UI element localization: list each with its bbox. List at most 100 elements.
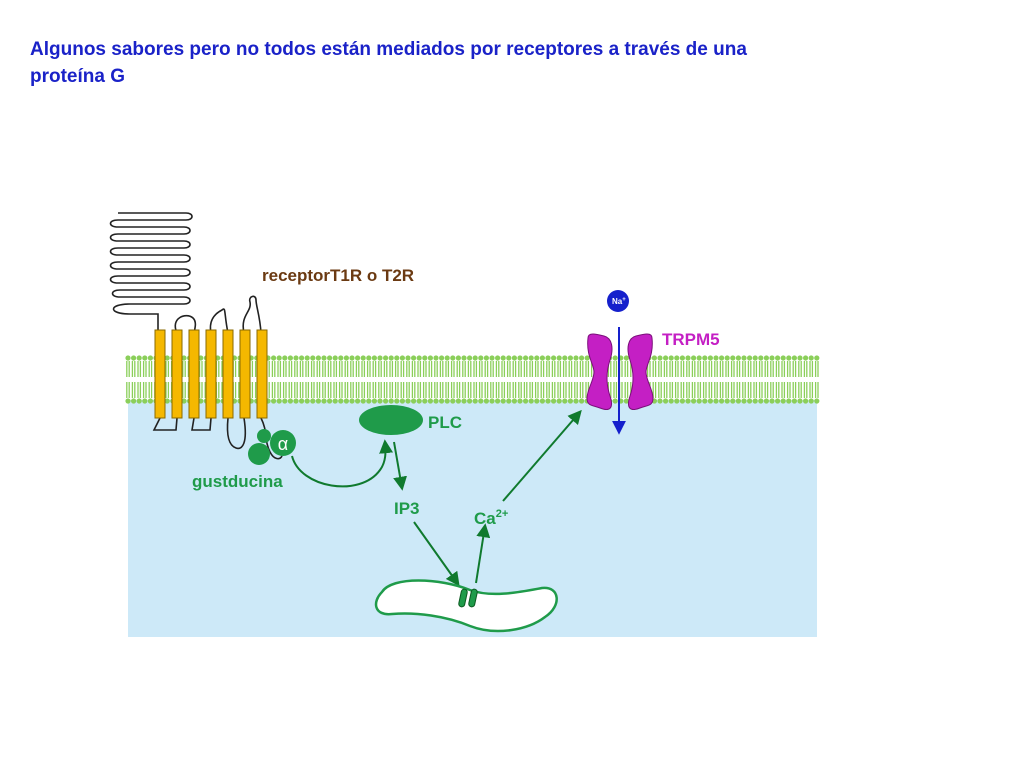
plc-enzyme [359, 405, 423, 435]
helix-tm1 [154, 329, 166, 419]
lipid-head [567, 398, 574, 404]
lipid-head [797, 355, 803, 361]
trpm5-label: TRPM5 [662, 330, 720, 349]
lipid-head [775, 398, 781, 404]
lipid-head [651, 355, 658, 361]
calcium-symbol: Ca [474, 509, 496, 528]
lipid-head [786, 355, 792, 361]
lipid-head [752, 355, 758, 361]
lipid-head [343, 398, 349, 404]
lipid-head [623, 398, 630, 404]
lipid-head [483, 355, 489, 361]
helix-tm2 [171, 329, 183, 419]
lipid-head [668, 355, 674, 361]
trpm5-left-subunit [586, 333, 613, 410]
lipid-head [534, 398, 540, 404]
lipid-head [383, 398, 389, 404]
lipid-head [702, 355, 708, 361]
lipid-head [713, 398, 719, 404]
lipid-head [803, 355, 809, 361]
lipid-head [584, 355, 590, 361]
lipid-head [724, 398, 730, 404]
lipid-head [433, 355, 439, 361]
lipid-head [287, 355, 293, 361]
lipid-head [528, 355, 534, 361]
lipid-head [713, 355, 719, 361]
receptor-intracellular-loop-3 [226, 417, 247, 450]
lipid-head [612, 355, 618, 361]
lipid-head [299, 355, 305, 361]
sodium-charge: + [622, 297, 626, 303]
er-calcium-channel [458, 588, 478, 608]
lipid-head [707, 355, 714, 361]
lipid-head [461, 398, 467, 404]
lipid-head [355, 398, 361, 404]
lipid-head [500, 355, 506, 361]
lipid-head [752, 398, 758, 404]
lipid-head [562, 398, 568, 404]
g-beta-subunit [248, 443, 270, 465]
lipid-head [579, 398, 585, 404]
lipid-head [780, 398, 786, 404]
lipid-head [803, 398, 809, 404]
lipid-head [338, 355, 344, 361]
lipid-head [304, 355, 310, 361]
lipid-head [271, 355, 277, 361]
arrow-ip3-to-er [413, 521, 460, 587]
lipid-head [181, 355, 187, 361]
lipid-head [573, 355, 579, 361]
slide-title-line-1: Algunos sabores pero no todos están medi… [30, 39, 747, 60]
lipid-head [439, 398, 445, 404]
lipid-head [735, 398, 742, 404]
lipid-head [775, 355, 781, 361]
lipid-head [444, 398, 450, 404]
lipid-head [663, 355, 669, 361]
lipid-head [612, 398, 618, 404]
lipid-head [506, 398, 512, 404]
lipid-head [489, 355, 495, 361]
lipid-head [489, 398, 495, 404]
lipid-head [679, 398, 686, 404]
lipid-head [125, 398, 131, 404]
lipid-head [472, 398, 478, 404]
helix-tm3 [188, 329, 200, 419]
lipid-head [327, 355, 333, 361]
lipid-head [517, 398, 523, 404]
lipid-head [131, 355, 137, 361]
lipid-head [769, 355, 775, 361]
lipid-head [416, 355, 422, 361]
lipid-head [511, 398, 517, 404]
slide-title-line-2: proteína G [30, 66, 126, 87]
lipid-head [321, 355, 327, 361]
lipid-head [399, 398, 405, 404]
lipid-head [539, 355, 546, 361]
lipid-head [271, 398, 277, 404]
lipid-head [674, 398, 680, 404]
lipid-head [545, 398, 551, 404]
lipid-head [377, 355, 383, 361]
lipid-head [360, 355, 366, 361]
lipid-head [332, 398, 338, 404]
arrow-alpha-to-plc [291, 439, 394, 488]
receptor-extracellular-domain [109, 212, 193, 333]
lipid-head [791, 355, 798, 361]
lipid-head [427, 398, 433, 404]
sodium-symbol: Na [612, 297, 623, 306]
helix-tm7 [256, 329, 268, 419]
lipid-head [394, 398, 400, 404]
lipid-head [758, 355, 764, 361]
lipid-head [483, 398, 489, 404]
lipid-head [467, 355, 473, 361]
lipid-head [366, 355, 372, 361]
endoplasmic-reticulum [374, 579, 558, 633]
lipid-head [388, 398, 394, 404]
lipid-head [780, 355, 786, 361]
lipid-head [747, 355, 753, 361]
lipid-head [668, 398, 674, 404]
lipid-head [685, 355, 691, 361]
lipid-head [814, 398, 820, 404]
lipid-head [808, 355, 814, 361]
lipid-head [523, 398, 529, 404]
lipid-head [696, 355, 702, 361]
lipid-head [422, 355, 428, 361]
